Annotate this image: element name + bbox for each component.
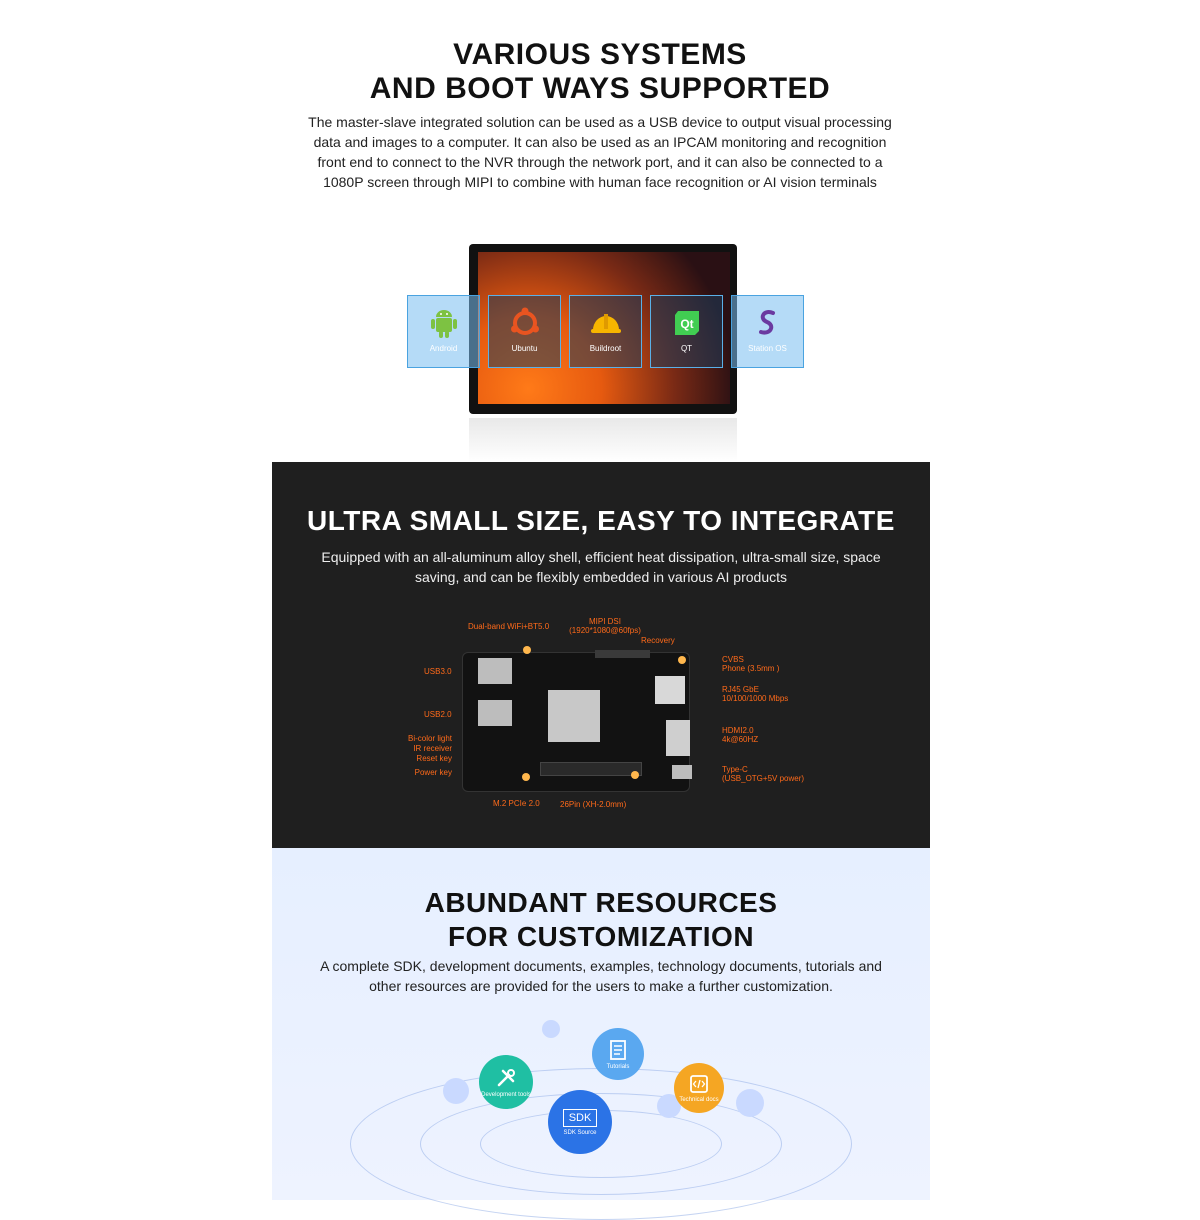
sdk-icon: SDK [562,1108,598,1127]
label-recovery: Recovery [641,636,675,645]
resource-dev-tools: Development tools [479,1055,533,1109]
label-26pin: 26Pin (XH-2.0mm) [560,800,627,809]
label-typec: Type-C (USB_OTG+5V power) [722,765,805,783]
resource-tutorials: Tutorials [592,1028,644,1080]
station-os-icon [751,306,785,340]
label-m2: M.2 PCIe 2.0 [493,799,540,808]
integration-title: ULTRA SMALL SIZE, EASY TO INTEGRATE [307,505,895,536]
integration-description: Equipped with an all-aluminum alloy shel… [321,549,881,585]
svg-text:Qt: Qt [680,317,693,331]
document-icon [610,1039,626,1060]
orbit-ring [420,1093,782,1195]
mount-hole [523,646,531,654]
os-tile-ubuntu: Ubuntu [488,295,561,368]
systems-title: VARIOUS SYSTEMS AND BOOT WAYS SUPPORTED [369,38,831,105]
tools-icon [497,1068,515,1086]
label-bicolor: Bi-color light [407,734,452,743]
label-rj45: RJ45 GbE 10/100/1000 Mbps [722,685,789,703]
decor-bubble [542,1020,560,1038]
usb2-port [478,700,512,726]
typec-port [672,765,692,779]
resource-sdk-source: SDK SDK Source [548,1090,612,1154]
resources-section: ABUNDANT RESOURCES FOR CUSTOMIZATION A c… [272,848,930,1220]
soc-heatsink [548,690,600,742]
label-mipi: MIPI DSI (1920*1080@60fps) [569,617,641,635]
label-usb3: USB3.0 [424,667,452,676]
os-tile-station-os: Station OS [731,295,804,368]
label-ir: IR receiver [413,744,452,753]
mount-hole [631,771,639,779]
hdmi-port [666,720,690,756]
ubuntu-icon [508,306,542,340]
label-cvbs: CVBS Phone (3.5mm ) [722,655,780,673]
decor-bubble [736,1089,764,1117]
decor-bubble [443,1078,469,1104]
code-doc-icon [690,1074,708,1093]
label-hdmi: HDMI2.0 4k@60HZ [722,726,759,744]
resources-title: ABUNDANT RESOURCES FOR CUSTOMIZATION [424,887,778,952]
monitor-reflection [469,418,737,462]
usb3-port [478,658,512,684]
label-reset: Reset key [416,754,452,763]
os-tile-qt: Qt QT [650,295,723,368]
label-usb2: USB2.0 [424,710,452,719]
resources-description: A complete SDK, development documents, e… [320,958,882,994]
rj45-port [655,676,685,704]
label-power: Power key [414,768,452,777]
qt-icon: Qt [670,306,704,340]
hardhat-icon [589,306,623,340]
mount-hole [522,773,530,781]
pin-header [540,762,642,776]
mipi-connector [595,650,650,658]
mount-hole [678,656,686,664]
resource-tech-docs: Technical docs [674,1063,724,1113]
android-icon [427,306,461,340]
os-tile-buildroot: Buildroot [569,295,642,368]
systems-description: The master-slave integrated solution can… [308,114,892,190]
os-tile-android: Android [407,295,480,368]
label-wifi: Dual-band WiFi+BT5.0 [468,622,550,631]
